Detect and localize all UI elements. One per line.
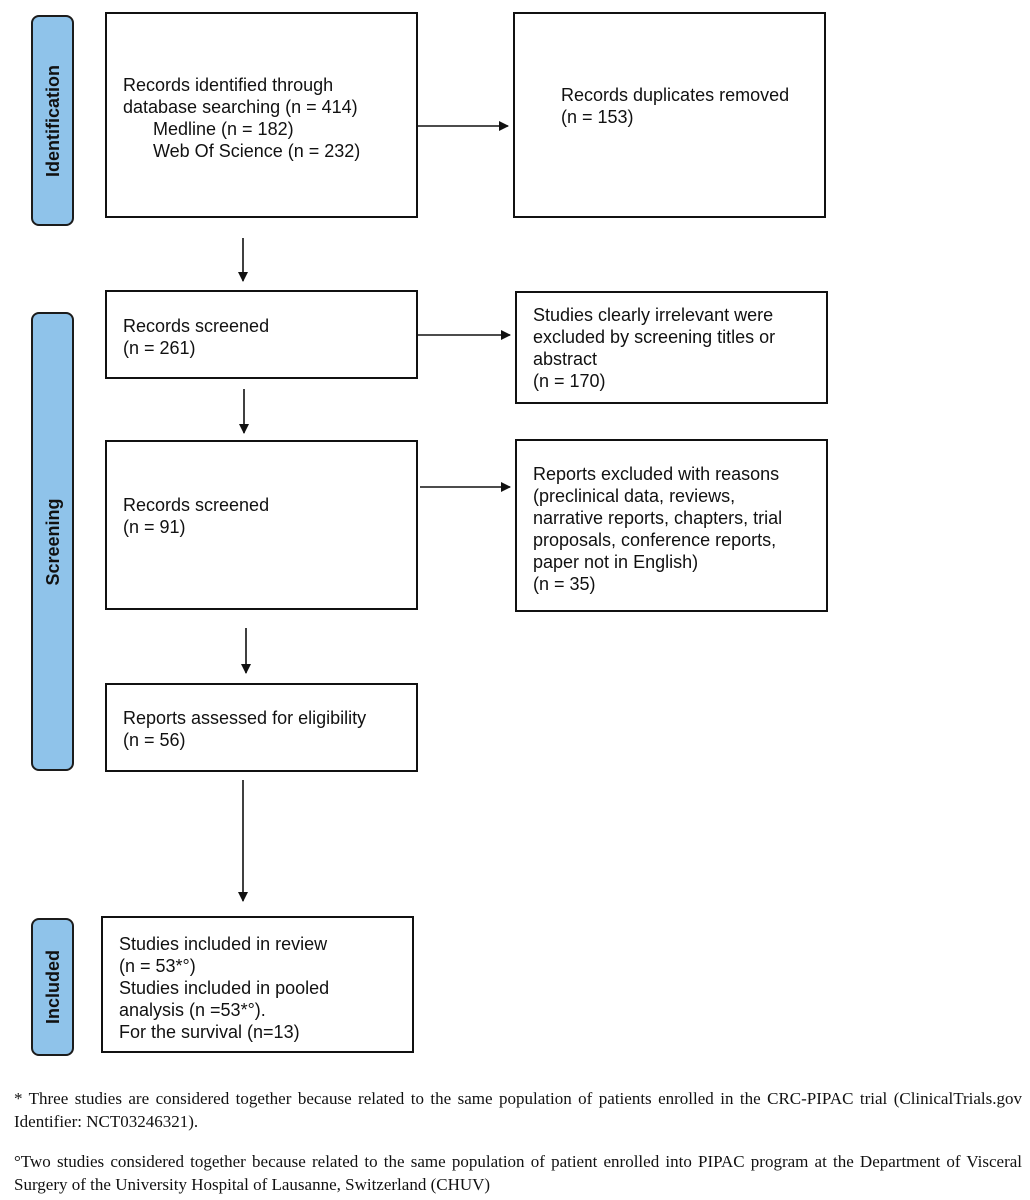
- reports-excluded-line-2: (preclinical data, reviews,: [533, 486, 736, 506]
- records-identified-web-of-science: Web Of Science (n = 232): [153, 141, 361, 161]
- reports-excluded-line-1: Reports excluded with reasons: [533, 464, 780, 484]
- phase-identification-label: Identification: [42, 64, 63, 177]
- irrelevant-line-4: (n = 170): [533, 371, 606, 391]
- irrelevant-excluded-box: Studies clearly irrelevant were excluded…: [515, 291, 828, 404]
- reports-excluded-box: Reports excluded with reasons (preclinic…: [515, 439, 828, 612]
- records-screened-box-2: Records screened (n = 91): [105, 440, 418, 610]
- studies-included-box: Studies included in review (n = 53*°) St…: [101, 916, 414, 1053]
- reports-excluded-line-5: paper not in English): [533, 552, 699, 572]
- included-line-1: Studies included in review: [119, 934, 328, 954]
- footnote-1: * Three studies are considered together …: [14, 1089, 1022, 1131]
- irrelevant-line-3: abstract: [533, 349, 598, 369]
- records-identified-medline: Medline (n = 182): [153, 119, 294, 139]
- records-identified-line-1: Records identified through: [123, 75, 334, 95]
- eligibility-line-1: Reports assessed for eligibility: [123, 708, 367, 728]
- records-screened-2-line-2: (n = 91): [123, 517, 186, 537]
- phase-identification: Identification: [31, 15, 74, 226]
- included-line-4: analysis (n =53*°).: [119, 1000, 266, 1020]
- duplicates-removed-line-2: (n = 153): [561, 107, 634, 127]
- reports-excluded-line-6: (n = 35): [533, 574, 596, 594]
- eligibility-line-2: (n = 56): [123, 730, 186, 750]
- included-line-5: For the survival (n=13): [119, 1022, 300, 1042]
- phase-screening-label: Screening: [42, 497, 63, 586]
- records-screened-2-line-1: Records screened: [123, 495, 270, 515]
- records-screened-box-1: Records screened (n = 261): [105, 290, 418, 379]
- phase-screening: Screening: [31, 312, 74, 771]
- records-screened-1-line-2: (n = 261): [123, 338, 196, 358]
- footnote-2: °Two studies considered together because…: [14, 1152, 1022, 1194]
- phase-included: Included: [31, 918, 74, 1056]
- included-line-2: (n = 53*°): [119, 956, 196, 976]
- reports-excluded-line-3: narrative reports, chapters, trial: [533, 508, 783, 528]
- eligibility-box: Reports assessed for eligibility (n = 56…: [105, 683, 418, 772]
- duplicates-removed-line-1: Records duplicates removed: [561, 85, 790, 105]
- records-screened-1-line-1: Records screened: [123, 316, 270, 336]
- phase-included-label: Included: [42, 949, 63, 1025]
- irrelevant-line-1: Studies clearly irrelevant were: [533, 305, 774, 325]
- included-line-3: Studies included in pooled: [119, 978, 330, 998]
- reports-excluded-line-4: proposals, conference reports,: [533, 530, 777, 550]
- records-identified-line-2: database searching (n = 414): [123, 97, 358, 117]
- irrelevant-line-2: excluded by screening titles or: [533, 327, 776, 347]
- records-identified-box: Records identified through database sear…: [105, 12, 418, 218]
- duplicates-removed-box: Records duplicates removed (n = 153): [513, 12, 826, 218]
